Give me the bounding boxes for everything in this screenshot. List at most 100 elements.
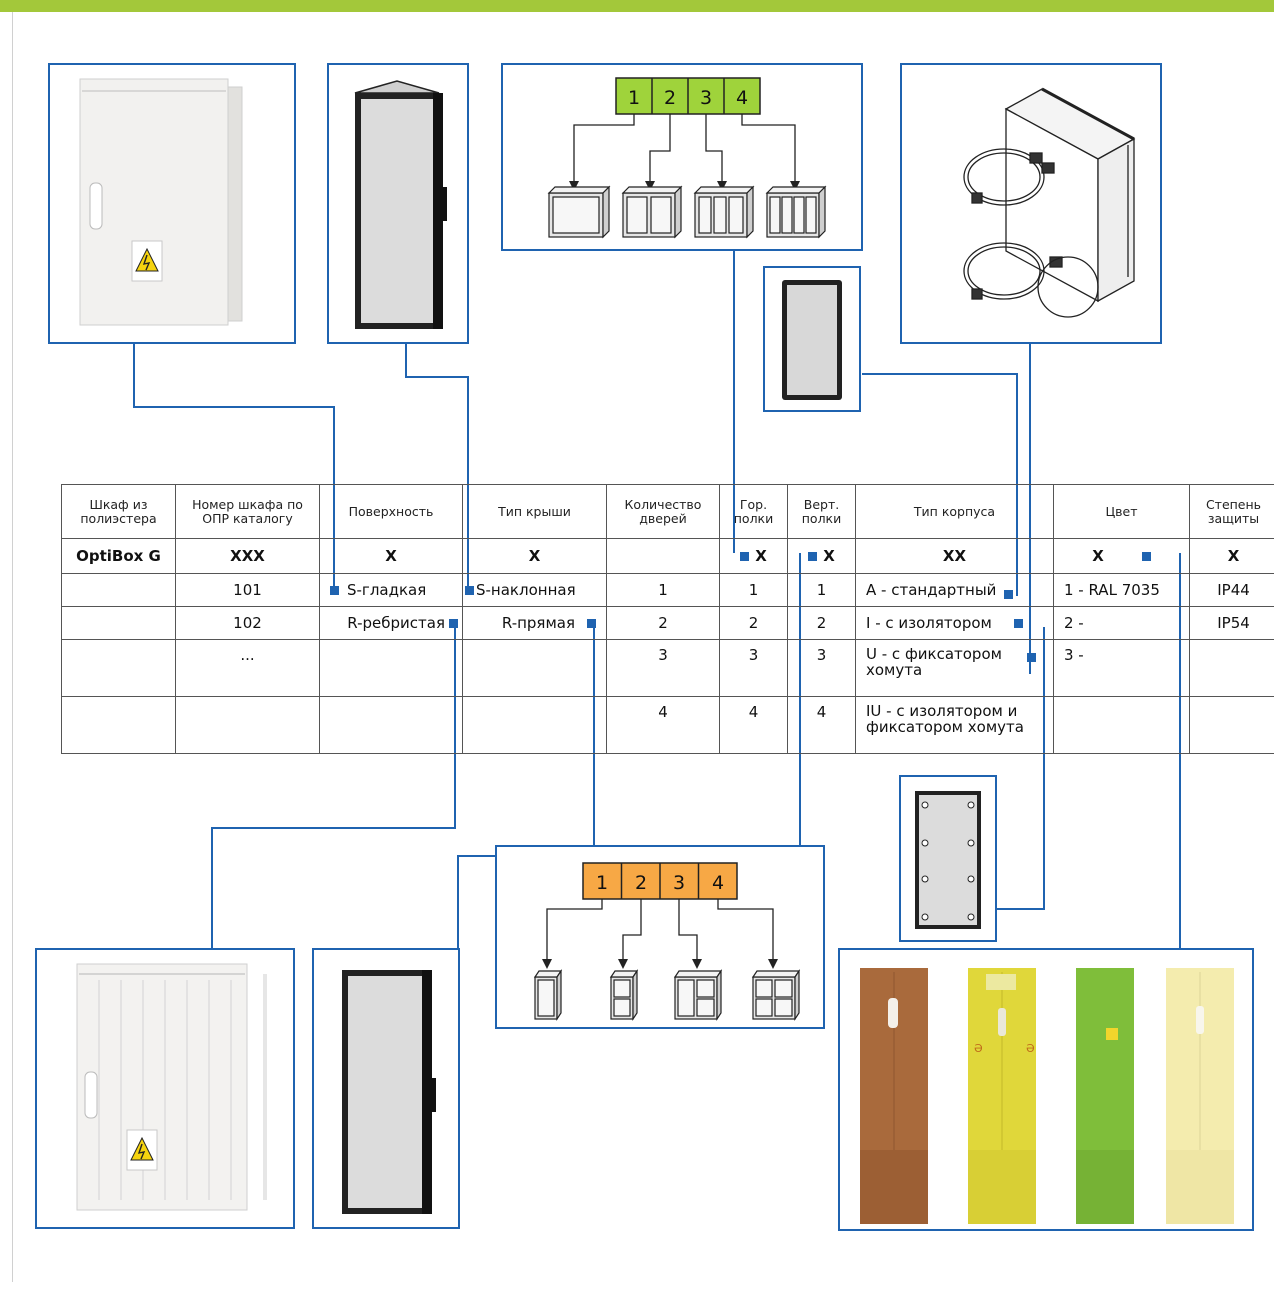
table-cell: S-наклонная bbox=[476, 581, 576, 599]
table-row: 101 S-гладкая S-наклонная 1 1 1 A - стан… bbox=[61, 573, 1274, 607]
color-variants-image: Ə Ə bbox=[860, 968, 1234, 1224]
connector-marker bbox=[808, 552, 818, 561]
ribbed-cabinet-photo-box bbox=[35, 948, 295, 1229]
table-cell bbox=[1189, 696, 1274, 754]
table-cell bbox=[61, 573, 176, 607]
key-catalog-number: XXX bbox=[175, 538, 320, 574]
header-vertical-shelves: Верт. полки bbox=[787, 484, 856, 539]
table-cell bbox=[61, 696, 176, 754]
header-color: Цвет bbox=[1053, 484, 1190, 539]
cabinet-3-section-icon bbox=[673, 969, 723, 1021]
connector-marker bbox=[465, 586, 474, 595]
vertical-shelf-label-2: 2 bbox=[635, 872, 647, 894]
sloped-roof-side-image bbox=[354, 80, 447, 329]
straight-roof-side-box bbox=[312, 948, 460, 1229]
header-horizontal-shelves: Гор. полки bbox=[719, 484, 788, 539]
key-horizontal-shelves: X bbox=[755, 547, 767, 565]
connector-marker bbox=[330, 586, 339, 595]
insulator-body-box bbox=[899, 775, 997, 942]
key-body-type: XX bbox=[855, 538, 1054, 574]
table-cell: 101 bbox=[175, 573, 320, 607]
table-cell: IU - с изолятором и фиксатором хомута bbox=[855, 696, 1054, 754]
table-cell: 2 bbox=[719, 606, 788, 640]
cabinet-brown bbox=[860, 968, 928, 1224]
key-vertical-shelves: X bbox=[823, 547, 835, 565]
table-cell: S-гладкая bbox=[347, 581, 427, 599]
color-variants-photo-box: Ə Ə bbox=[838, 948, 1254, 1231]
table-cell bbox=[175, 696, 320, 754]
header-body-type: Тип корпуса bbox=[855, 484, 1054, 539]
cabinet-4-section-icon bbox=[751, 969, 801, 1021]
table-cell: I - с изолятором bbox=[866, 614, 992, 632]
table-cell: IP54 bbox=[1189, 606, 1274, 640]
key-protection-class: X bbox=[1189, 538, 1274, 574]
horizontal-shelf-label-4: 4 bbox=[736, 87, 748, 109]
connector-marker bbox=[1004, 590, 1014, 599]
cabinet-2-door-icon bbox=[621, 185, 683, 239]
header-protection-class: Степень защиты bbox=[1189, 484, 1274, 539]
table-cell bbox=[61, 606, 176, 640]
plain-door-icon bbox=[782, 280, 842, 400]
header-door-count: Количество дверей bbox=[606, 484, 720, 539]
table-cell bbox=[1053, 696, 1190, 754]
table-cell: 2 - bbox=[1053, 606, 1190, 640]
horizontal-shelf-label-1: 1 bbox=[628, 87, 640, 109]
sloped-roof-side-box bbox=[327, 63, 469, 344]
header-roof-type: Тип крыши bbox=[462, 484, 607, 539]
smooth-cabinet-photo-box bbox=[48, 63, 296, 344]
horizontal-shelves-diagram-box: 1 2 3 4 bbox=[501, 63, 863, 251]
table-cell bbox=[1189, 639, 1274, 697]
table-cell bbox=[462, 639, 607, 697]
svg-text:Ə: Ə bbox=[1026, 1042, 1035, 1055]
table-cell bbox=[61, 639, 176, 697]
header-surface: Поверхность bbox=[319, 484, 463, 539]
pole-clamp-cabinet-drawing bbox=[963, 87, 1136, 318]
smooth-cabinet-image bbox=[79, 78, 243, 326]
key-product-name: OptiBox G bbox=[61, 538, 176, 574]
table-cell: R-прямая bbox=[501, 614, 575, 632]
table-cell: A - стандартный bbox=[866, 581, 997, 599]
page-margin-line bbox=[12, 12, 13, 1282]
cabinet-green bbox=[1076, 968, 1134, 1224]
cabinet-4-door-icon bbox=[765, 185, 827, 239]
table-cell: 4 bbox=[719, 696, 788, 754]
connector-marker bbox=[1141, 552, 1151, 561]
spec-table-header-row: Шкаф из полиэстера Номер шкафа по ОПР ка… bbox=[61, 484, 1274, 539]
table-cell: 4 bbox=[606, 696, 720, 754]
horizontal-shelves-number-bar: 1 2 3 4 bbox=[615, 77, 761, 115]
key-color: X bbox=[1092, 547, 1104, 565]
connector-marker bbox=[740, 552, 750, 561]
table-cell: 1 - RAL 7035 bbox=[1053, 573, 1190, 607]
cabinet-2-section-icon bbox=[609, 969, 639, 1021]
connector-roof-sloped bbox=[405, 343, 469, 590]
table-cell: U - с фиксатором хомута bbox=[866, 645, 1002, 679]
key-door-count bbox=[606, 538, 720, 574]
table-cell: 4 bbox=[787, 696, 856, 754]
vertical-shelves-number-bar: 1 2 3 4 bbox=[582, 862, 738, 900]
table-cell: 3 bbox=[719, 639, 788, 697]
connector-marker bbox=[1027, 653, 1036, 662]
table-cell: 3 bbox=[787, 639, 856, 697]
vertical-shelf-label-4: 4 bbox=[712, 872, 724, 894]
horizontal-shelf-label-3: 3 bbox=[700, 87, 712, 109]
top-accent-bar bbox=[0, 0, 1274, 12]
vertical-shelves-diagram-box: 1 2 3 4 bbox=[495, 845, 825, 1029]
vertical-shelf-label-1: 1 bbox=[596, 872, 608, 894]
connector-marker bbox=[449, 619, 458, 628]
spec-table: Шкаф из полиэстера Номер шкафа по ОПР ка… bbox=[61, 484, 1274, 754]
table-cell: 3 bbox=[606, 639, 720, 697]
high-voltage-warning-icon bbox=[130, 1136, 154, 1161]
horizontal-shelf-label-2: 2 bbox=[664, 87, 676, 109]
vertical-shelf-label-3: 3 bbox=[673, 872, 685, 894]
ribbed-cabinet-image bbox=[76, 963, 267, 1211]
header-cabinet-material: Шкаф из полиэстера bbox=[61, 484, 176, 539]
table-cell bbox=[319, 639, 463, 697]
key-roof-type: X bbox=[462, 538, 607, 574]
svg-text:Ə: Ə bbox=[974, 1042, 983, 1055]
table-row: 4 4 4 IU - с изолятором и фиксатором хом… bbox=[61, 696, 1274, 754]
table-cell: 1 bbox=[606, 573, 720, 607]
high-voltage-warning-icon bbox=[135, 247, 159, 272]
table-row: ... 3 3 3 U - с фиксатором хомута 3 - bbox=[61, 639, 1274, 697]
table-cell: 2 bbox=[606, 606, 720, 640]
vertical-shelves-diagram: 1 2 3 4 bbox=[533, 862, 801, 1021]
